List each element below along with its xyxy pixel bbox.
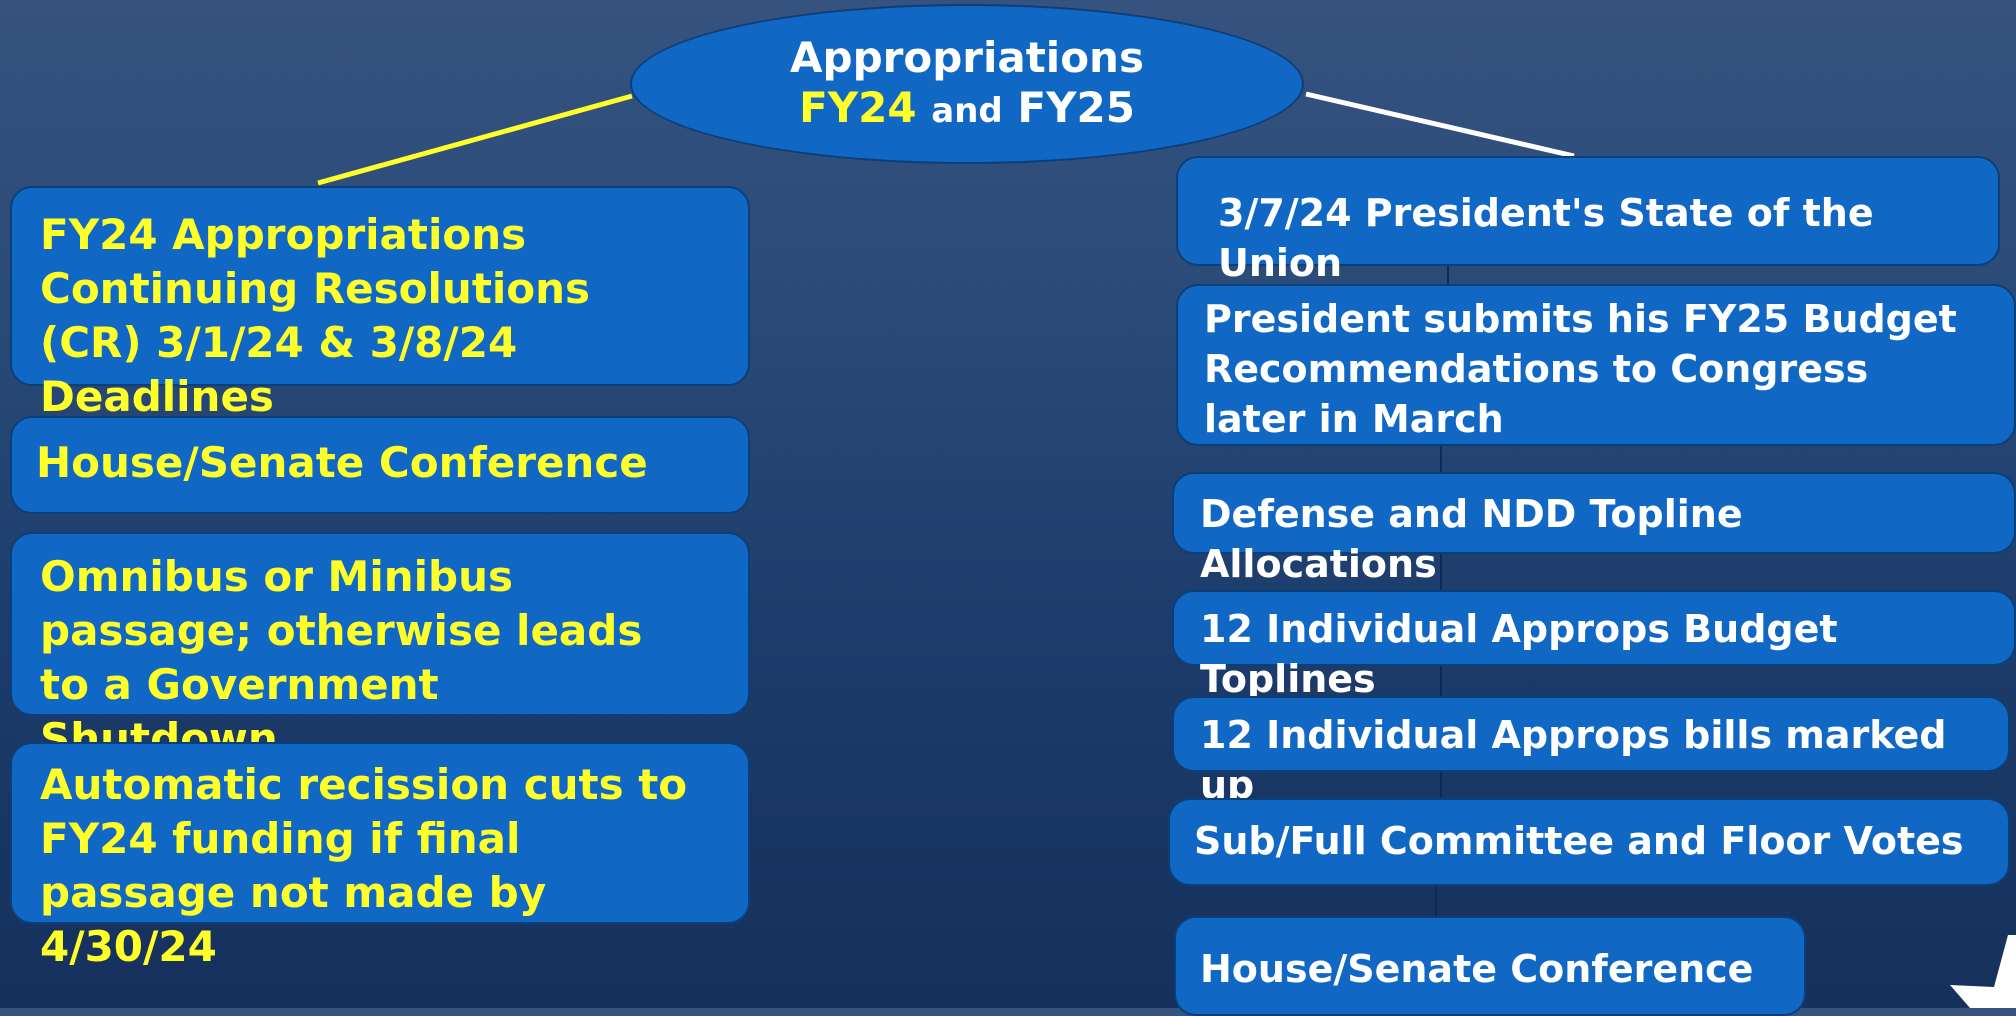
left-box-recission: Automatic recission cuts to FY24 funding… [10,742,750,971]
right-box-text: 12 Individual Approps Budget Toplines [1200,607,1838,701]
left-branch-connector [317,93,633,186]
left-box-continuing-resolutions: FY24 Appropriations Continuing Resolutio… [10,186,750,421]
left-box-conference: House/Senate Conference [10,416,750,514]
title-fy25: FY25 [1017,82,1135,132]
right-box-text: House/Senate Conference [1200,947,1754,991]
right-box-committee-votes: Sub/Full Committee and Floor Votes [1168,798,2010,886]
right-branch-connector [1305,91,1575,159]
title-and: and [931,90,1003,131]
left-box-text: Omnibus or Minibus passage; otherwise le… [40,552,643,763]
right-box-text: President submits his FY25 Budget Recomm… [1204,297,1957,441]
left-box-text: House/Senate Conference [36,438,648,487]
right-box-text: Defense and NDD Topline Allocations [1200,492,1743,586]
title-fy24: FY24 [799,82,917,132]
title-oval: Appropriations FY24 and FY25 [630,4,1304,164]
right-box-budget-toplines: 12 Individual Approps Budget Toplines [1172,590,2016,701]
right-box-conference: House/Senate Conference [1174,916,1806,1016]
right-box-bills-marked-up: 12 Individual Approps bills marked up [1172,696,2010,807]
right-box-text: 3/7/24 President's State of the Union [1218,191,1874,285]
title-line2: FY24 and FY25 [799,83,1135,136]
star-icon [1950,935,2016,1008]
left-box-text: Automatic recission cuts to FY24 funding… [40,760,688,971]
left-box-omnibus: Omnibus or Minibus passage; otherwise le… [10,532,750,763]
right-box-text: 12 Individual Approps bills marked up [1200,713,1947,807]
right-box-text: Sub/Full Committee and Floor Votes [1194,819,1964,863]
right-box-budget-submission: President submits his FY25 Budget Recomm… [1176,284,2016,446]
left-box-text: FY24 Appropriations Continuing Resolutio… [40,210,591,421]
right-box-state-of-union: 3/7/24 President's State of the Union [1176,156,2000,285]
title-line1: Appropriations [790,32,1144,82]
right-box-topline-allocations: Defense and NDD Topline Allocations [1172,472,2016,586]
